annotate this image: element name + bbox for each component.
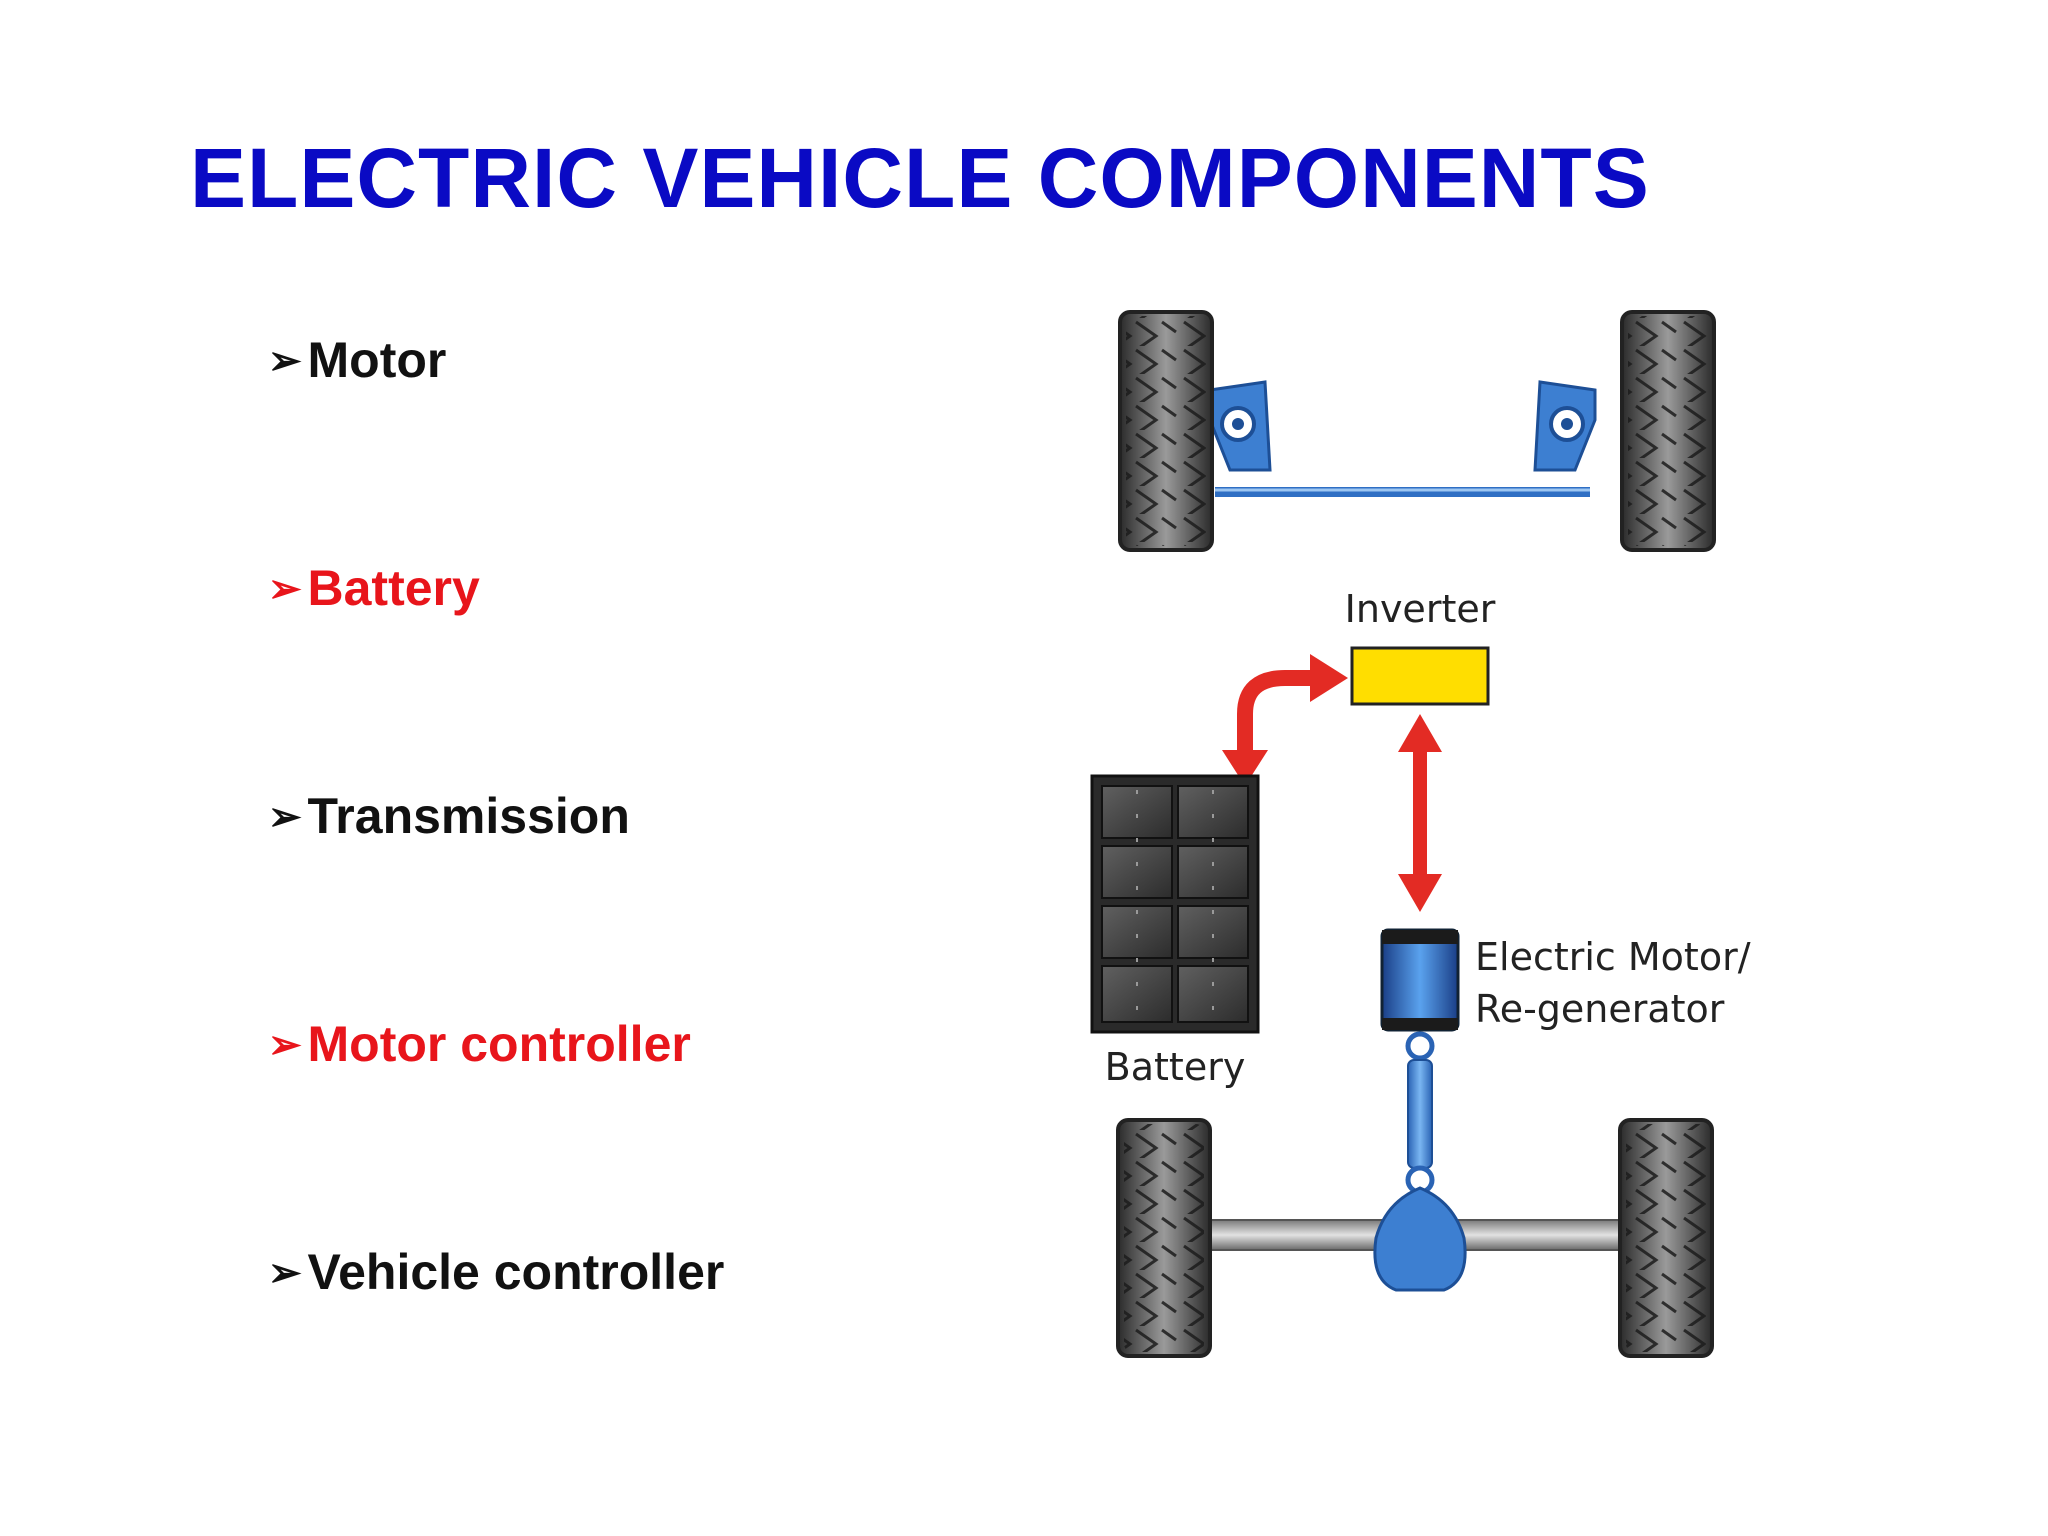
bullet-item-motor: ➢Motor (268, 330, 446, 394)
battery-inverter-arrow-icon (1222, 654, 1348, 786)
bullet-item-motor-controller: ➢Motor controller (268, 1014, 691, 1078)
bullet-arrow-icon: ➢ (268, 339, 302, 383)
inverter-box (1350, 646, 1490, 706)
motor-label-line1: Electric Motor/ (1475, 935, 1751, 979)
bullet-item-vehicle-controller: ➢Vehicle controller (268, 1242, 724, 1306)
propeller-shaft (1405, 1031, 1435, 1195)
differential-icon (1373, 1186, 1467, 1292)
bullet-arrow-icon: ➢ (268, 1251, 302, 1295)
bullet-label: Motor (307, 332, 447, 388)
bullet-label: Transmission (307, 788, 630, 844)
page-title: ELECTRIC VEHICLE COMPONENTS (190, 131, 1650, 225)
front-axle (1118, 310, 1716, 552)
bullet-label: Motor controller (307, 1016, 691, 1072)
electric-motor-icon (1380, 928, 1460, 1032)
ev-drivetrain-diagram: Inverter Battery (1090, 310, 1751, 1358)
bullet-arrow-icon: ➢ (268, 795, 302, 839)
inverter-motor-arrow-icon (1398, 714, 1442, 912)
bullet-arrow-icon: ➢ (268, 1023, 302, 1067)
bullet-item-transmission: ➢Transmission (268, 786, 630, 850)
bullet-label: Battery (307, 560, 480, 616)
bullet-item-battery: ➢Battery (268, 558, 480, 622)
battery-pack-icon (1090, 774, 1260, 1034)
bullet-arrow-icon: ➢ (268, 567, 302, 611)
bullet-label: Vehicle controller (307, 1244, 725, 1300)
battery-label: Battery (1105, 1045, 1246, 1089)
motor-label-line2: Re-generator (1475, 987, 1725, 1031)
rear-axle (1116, 1118, 1714, 1358)
inverter-label: Inverter (1345, 587, 1496, 631)
